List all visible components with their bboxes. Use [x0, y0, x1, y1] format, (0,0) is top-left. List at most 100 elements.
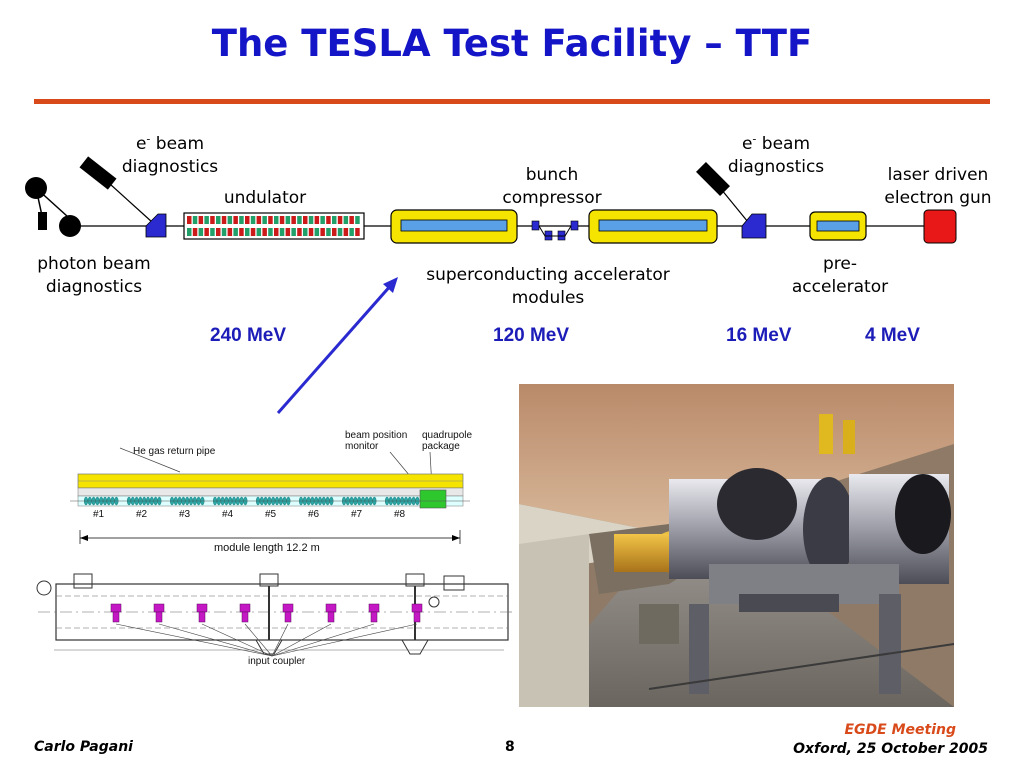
label-electron-gun: laser driven electron gun [884, 165, 992, 208]
cavity-number: #3 [179, 509, 191, 520]
input-coupler-leader [244, 623, 273, 657]
input-coupler-head [110, 603, 122, 613]
label-e-beam-diagnostics-right: e- beam diagnostics [727, 132, 825, 177]
sc-module-2 [588, 209, 718, 244]
label-photon-beam-diagnostics: photon beam diagnostics [37, 254, 151, 297]
input-coupler-leader [271, 623, 418, 657]
undulator-pole [349, 228, 354, 236]
cavity-number: #6 [308, 509, 320, 520]
undulator-pole [343, 228, 349, 236]
undulator-pole [210, 216, 215, 224]
undulator-pole [279, 228, 285, 236]
undulator-pole [250, 216, 256, 224]
input-coupler-body [241, 611, 249, 623]
cavity-number: #2 [136, 509, 148, 520]
cavity-number: #5 [265, 509, 277, 520]
undulator-pole [210, 228, 215, 236]
input-coupler-leader [271, 623, 332, 657]
input-coupler-head [153, 603, 165, 613]
undulator-pole [262, 228, 267, 236]
input-coupler-body [284, 611, 292, 623]
undulator-pole [343, 216, 349, 224]
cryostat-drawing [36, 573, 512, 657]
page-number: 8 [505, 739, 515, 755]
undulator-pole [233, 228, 238, 236]
undulator-pole [303, 228, 308, 236]
input-coupler-body [370, 611, 378, 623]
undulator-pole [308, 216, 314, 224]
input-coupler-leader [201, 623, 273, 657]
input-coupler-head [368, 603, 380, 613]
label-pre-accelerator: pre- accelerator [791, 254, 889, 297]
input-coupler-leader [115, 623, 273, 657]
undulator-pole [221, 228, 227, 236]
undulator-pole [297, 228, 302, 236]
input-coupler-head [411, 603, 423, 613]
label-module-length: module length 12.2 m [214, 542, 320, 554]
undulator-pole [291, 228, 296, 236]
slide-title: The TESLA Test Facility – TTF [211, 22, 813, 65]
label-he-pipe: He gas return pipe [133, 446, 216, 457]
undulator-pole [198, 216, 204, 224]
input-coupler-head [325, 603, 337, 613]
undulator-pole [245, 228, 250, 236]
undulator-pole [187, 228, 192, 236]
undulator-pole [349, 216, 354, 224]
undulator-pole [314, 228, 320, 236]
cavity-number: #4 [222, 509, 234, 520]
undulator-pole [256, 228, 262, 236]
input-coupler-body [327, 611, 335, 623]
beamline-schematic [25, 156, 957, 244]
undulator-pole [303, 216, 308, 224]
undulator-pole [285, 228, 291, 236]
electron-gun [923, 209, 957, 244]
input-coupler-body [198, 611, 206, 623]
input-coupler-leader [271, 623, 289, 657]
undulator-pole [192, 216, 198, 224]
undulator-pole [245, 216, 250, 224]
cavity-numbers: #1 #2 #3 #4 #5 #6 #7 #8 [88, 509, 428, 523]
photon-beam-diagnostics [25, 177, 81, 237]
cavity-number: #7 [351, 509, 363, 520]
input-coupler-head [239, 603, 251, 613]
undulator-pole [198, 228, 204, 236]
undulator-pole [192, 228, 198, 236]
pre-accelerator [809, 211, 867, 241]
undulator-pole [285, 216, 291, 224]
energy-4: 4 MeV [865, 325, 920, 346]
input-coupler-body [413, 611, 421, 623]
energy-16: 16 MeV [726, 325, 792, 346]
undulator-pole [216, 216, 221, 224]
undulator-pole [297, 216, 302, 224]
undulator-pole [332, 228, 337, 236]
undulator-pole [227, 228, 233, 236]
undulator-pole [320, 228, 325, 236]
undulator-pole [308, 228, 314, 236]
cavity-number: #1 [93, 509, 105, 520]
footer-author: Carlo Pagani [34, 739, 133, 755]
sc-module-1 [390, 209, 518, 244]
label-bunch-compressor: bunch compressor [502, 165, 602, 208]
undulator-pole [279, 216, 285, 224]
undulator-pole [204, 216, 209, 224]
undulator-pole [239, 216, 244, 224]
undulator-pole [320, 216, 325, 224]
undulator [183, 212, 365, 240]
input-coupler-leader [271, 623, 375, 657]
undulator-pole [204, 228, 209, 236]
undulator-pole [337, 228, 343, 236]
undulator-pole [332, 216, 337, 224]
pointer-arrow [276, 277, 398, 414]
energy-120: 120 MeV [493, 325, 570, 346]
tunnel-photo [519, 384, 954, 707]
undulator-pole [326, 228, 331, 236]
left-e-beam-diagnostics [79, 156, 167, 238]
undulator-pole [250, 228, 256, 236]
undulator-pole [355, 228, 360, 236]
right-e-beam-diagnostics [696, 162, 767, 239]
undulator-pole [262, 216, 267, 224]
undulator-pole [233, 216, 238, 224]
label-sc-modules: superconducting accelerator modules [426, 265, 670, 308]
label-e-beam-diagnostics-left: e- beam diagnostics [121, 132, 219, 177]
